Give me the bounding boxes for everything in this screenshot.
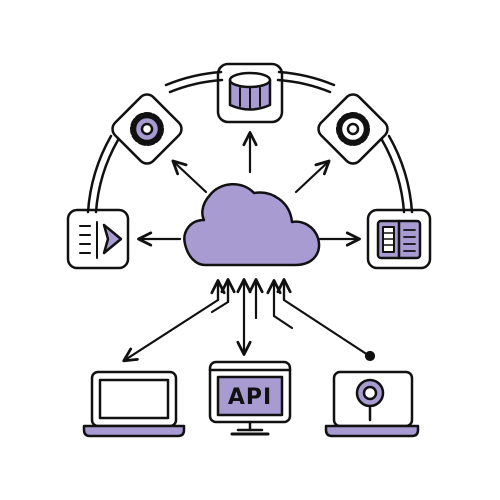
gear-node-left [111, 93, 183, 165]
cloud-icon [183, 183, 321, 267]
gear-node-right [317, 93, 389, 165]
device-links [122, 278, 376, 363]
webcam-icon [324, 370, 420, 438]
document-node [366, 208, 432, 270]
gear-icon [336, 112, 370, 146]
cloud [183, 183, 321, 267]
link-laptop [122, 284, 220, 363]
server-rack-node [216, 62, 284, 124]
arrow-to-gear-right [294, 159, 331, 194]
webcam-laptop [324, 370, 420, 438]
cloud-to-node-arrows [137, 131, 361, 247]
link-webcam [282, 284, 370, 357]
code-chevron-icon [79, 221, 123, 259]
api-monitor: API [208, 360, 292, 436]
monitor-icon [208, 360, 292, 436]
arrow-to-gear-left [171, 159, 208, 194]
server-icon [228, 71, 272, 111]
document-icon [376, 219, 422, 260]
laptop [82, 370, 186, 438]
gear-icon [130, 112, 164, 146]
laptop-icon [82, 370, 186, 438]
api-label: API [228, 385, 272, 410]
code-node [66, 208, 130, 270]
